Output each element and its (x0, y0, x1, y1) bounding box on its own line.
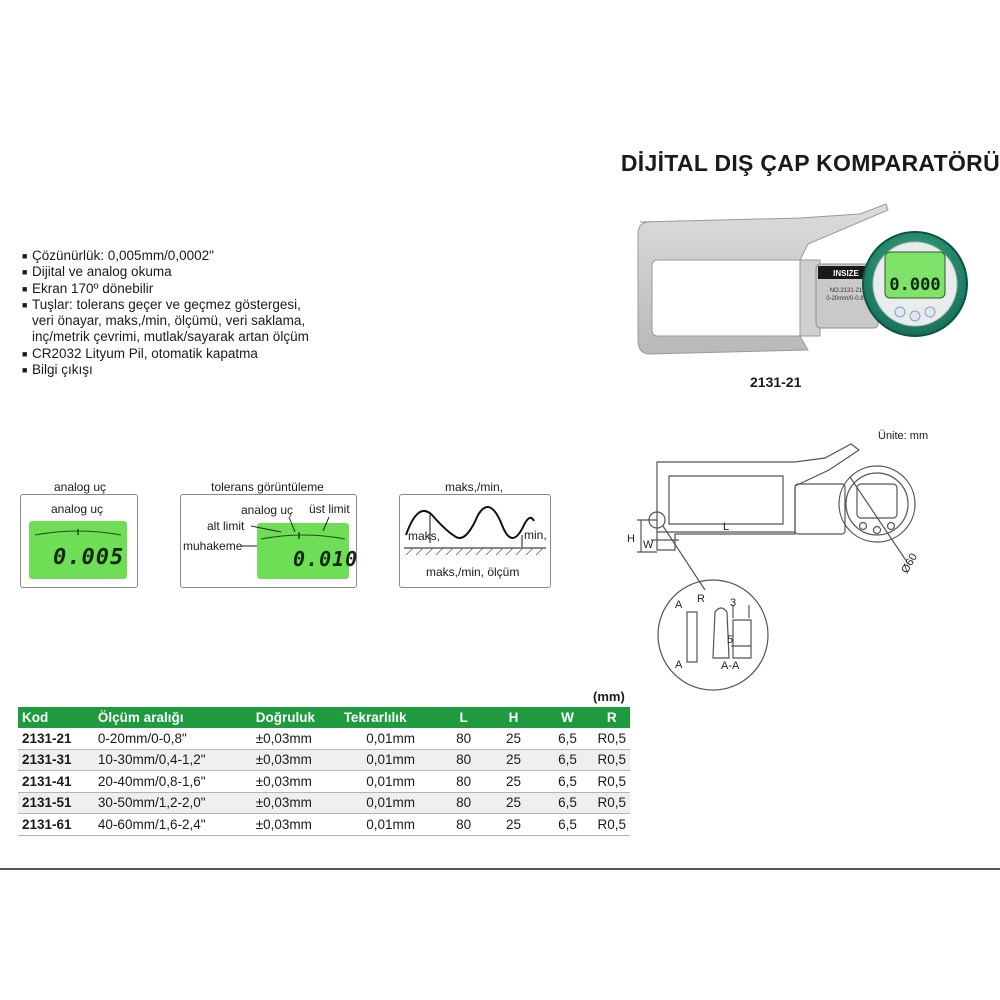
label-analog-tip: analog uç (51, 502, 104, 516)
lcd-digits-tolerance: 0.010 (293, 547, 359, 571)
header-W: W (541, 707, 594, 728)
feature-item: ■Çözünürlük: 0,005mm/0,0002" (22, 248, 214, 263)
panel-tolerance: 0.010 analog uç üst limit alt limit muha… (180, 494, 357, 588)
model-text: NO.2131-21 (830, 288, 863, 294)
bullet-icon: ■ (22, 283, 28, 294)
panel-caption-analog: analog uç (53, 480, 107, 494)
detail-A-bottom: A (675, 659, 683, 671)
dim-W: W (643, 539, 654, 551)
spec-table: Kod Ölçüm aralığı Doğruluk Tekrarlılık L… (18, 707, 630, 836)
table-header-row: Kod Ölçüm aralığı Doğruluk Tekrarlılık L… (18, 707, 630, 728)
feature-item-continued: inç/metrik çevrimi, mutlak/sayarak artan… (32, 329, 309, 345)
product-display: 0.000 (889, 275, 940, 295)
detail-3: 3 (730, 597, 736, 609)
panel-caption-maxmin: maks,/min, (444, 480, 503, 494)
feature-item: ■Ekran 170º dönebilir (22, 280, 154, 296)
feature-item: ■CR2032 Lityum Pil, otomatik kapatma (22, 345, 258, 361)
bullet-icon: ■ (22, 365, 28, 376)
lcd-analog: 0.005 (29, 521, 127, 579)
feature-list: ■Çözünürlük: 0,005mm/0,0002" ■Dijital ve… (22, 248, 422, 378)
unit-label: Ünite: mm (878, 430, 929, 442)
panel-maxmin: maks, min, maks,/min, ölçüm (399, 494, 551, 588)
header-range: Ölçüm aralığı (93, 707, 252, 728)
dim-H: H (627, 533, 635, 545)
technical-drawing: L H W Ø60 A A R 3 5 A-A (627, 443, 920, 691)
brand-text: INSIZE (833, 269, 859, 278)
feature-item: ■Bilgi çıkışı (22, 362, 93, 378)
bullet-icon: ■ (22, 251, 28, 261)
label-max: maks, (408, 529, 441, 543)
feature-item: ■Dijital ve analog okuma (22, 264, 172, 280)
header-kod: Kod (18, 707, 94, 728)
detail-R: R (697, 593, 705, 605)
feature-item: ■Tuşlar: tolerans geçer ve geçmez göster… (22, 296, 301, 312)
detail-5: 5 (727, 634, 733, 646)
header-H: H (485, 707, 542, 728)
range-text: 0-20mm/0-0.8" (826, 296, 865, 302)
product-caption: 2131-21 (750, 374, 802, 390)
label-min: min, (524, 528, 547, 542)
label-lower-limit: alt limit (207, 519, 245, 533)
label-upper-limit: üst limit (309, 502, 350, 516)
dim-L: L (723, 521, 729, 533)
label-maxmin-measure: maks,/min, ölçüm (426, 565, 520, 579)
panel-caption-tolerance: tolerans görüntüleme (211, 480, 324, 494)
label-judgement: muhakeme (183, 539, 243, 553)
detail-A-top: A (675, 599, 683, 611)
lcd-digits-analog: 0.005 (53, 545, 125, 570)
lcd-tolerance: 0.010 (257, 523, 357, 579)
bottom-divider (0, 868, 1000, 870)
bullet-icon: ■ (22, 348, 28, 359)
detail-AA: A-A (721, 660, 740, 672)
label-analog-tip-2: analog uç (241, 503, 294, 517)
page-title: DİJİTAL DIŞ ÇAP KOMPARATÖRÜ (620, 150, 1000, 176)
panel-analog: analog uç 0.005 (20, 494, 138, 588)
bullet-icon: ■ (22, 299, 28, 310)
bullet-icon: ■ (22, 267, 28, 278)
header-repeatability: Tekrarlılık (339, 707, 442, 728)
product-image: INSIZE NO.2131-21 0-20mm/0-0.8" 0.000 (637, 203, 968, 355)
header-R: R (593, 707, 630, 728)
header-accuracy: Doğruluk (251, 707, 340, 728)
header-L: L (441, 707, 486, 728)
table-unit: (mm) (593, 689, 625, 704)
feature-item-continued: veri önayar, maks,/min, ölçümü, veri sak… (32, 313, 306, 329)
